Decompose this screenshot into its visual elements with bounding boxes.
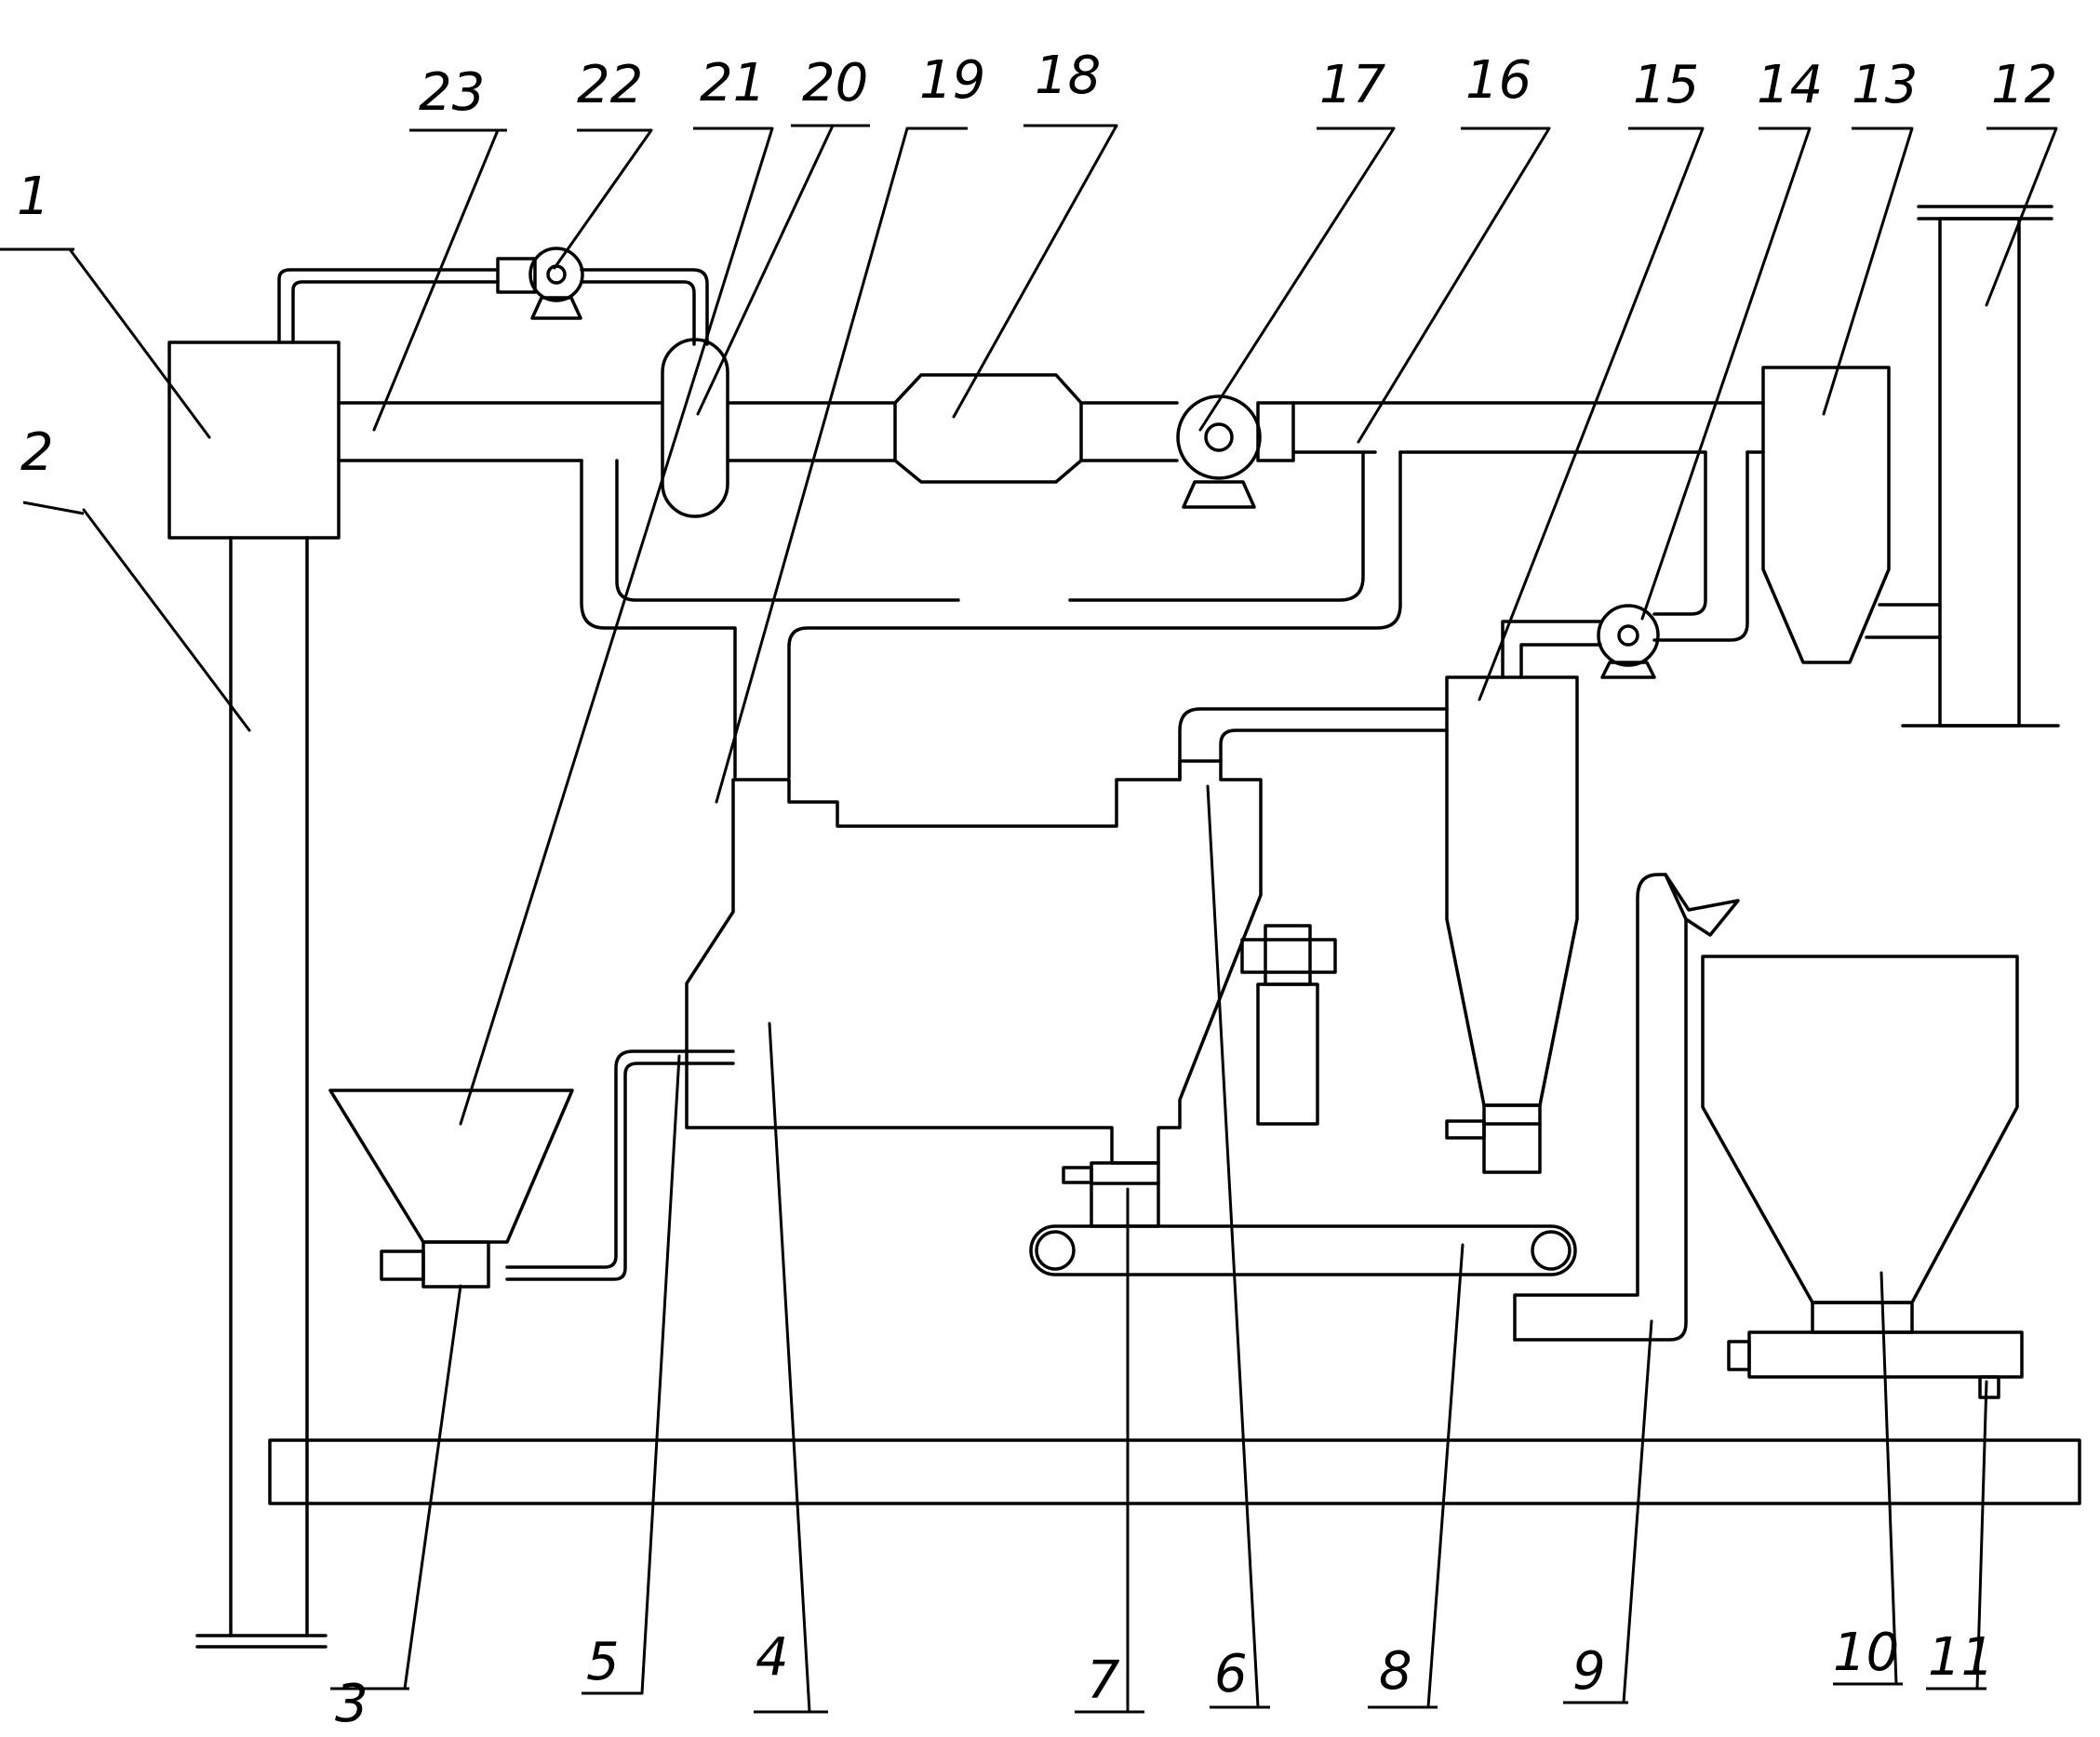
feed-hopper-21	[328, 1089, 574, 1244]
label-23: 23	[419, 62, 485, 123]
feed-pipe-5	[505, 1049, 735, 1281]
label-10: 10	[1833, 1623, 1899, 1683]
label-5: 5	[586, 1632, 620, 1692]
separator-20	[661, 338, 729, 518]
part-labels: 1 2 3 4 5 6 7 8 9 10 11 12 13 14 15 16 1…	[17, 46, 2057, 1734]
label-17: 17	[1319, 55, 1386, 115]
label-1: 1	[17, 167, 50, 227]
support-column	[195, 536, 328, 1649]
label-12: 12	[1991, 55, 2057, 115]
elevator-9	[1513, 873, 1740, 1342]
label-11: 11	[1928, 1627, 1994, 1688]
label-21: 21	[700, 53, 766, 114]
fan-14	[1501, 450, 1749, 679]
label-13: 13	[1852, 55, 1918, 115]
screw-feeder-3	[380, 1240, 490, 1289]
label-6: 6	[1214, 1644, 1248, 1704]
main-duct-23	[337, 401, 1765, 462]
duct-6	[1178, 707, 1449, 782]
return-duct-16	[580, 450, 1402, 779]
label-16: 16	[1465, 50, 1532, 111]
label-7: 7	[1087, 1650, 1120, 1711]
label-2: 2	[20, 422, 54, 483]
motor-unit	[1240, 924, 1337, 1126]
label-3: 3	[335, 1674, 368, 1734]
label-14: 14	[1757, 55, 1823, 115]
label-22: 22	[577, 55, 643, 115]
label-18: 18	[1035, 46, 1101, 106]
label-20: 20	[802, 53, 868, 114]
filter-18	[893, 373, 1083, 484]
base-beam	[268, 1438, 2081, 1505]
leader-lines	[68, 124, 2058, 1714]
label-8: 8	[1379, 1641, 1412, 1702]
control-box	[167, 341, 341, 540]
bag-filter-13	[1761, 366, 1942, 664]
rotary-valve-7	[1062, 1161, 1160, 1228]
chimney-12	[1901, 205, 2060, 728]
fan-17	[1176, 394, 1295, 509]
product-bin-10	[1701, 955, 2019, 1334]
label-19: 19	[919, 50, 985, 111]
cyclone-15	[1445, 675, 1579, 1174]
label-15: 15	[1633, 55, 1699, 115]
label-4: 4	[756, 1627, 789, 1688]
screw-conveyor-11	[1727, 1330, 2024, 1399]
fan-22	[277, 247, 709, 346]
label-9: 9	[1572, 1641, 1606, 1702]
belt-conveyor-8	[1029, 1224, 1577, 1276]
label-underlines	[0, 124, 2056, 1714]
